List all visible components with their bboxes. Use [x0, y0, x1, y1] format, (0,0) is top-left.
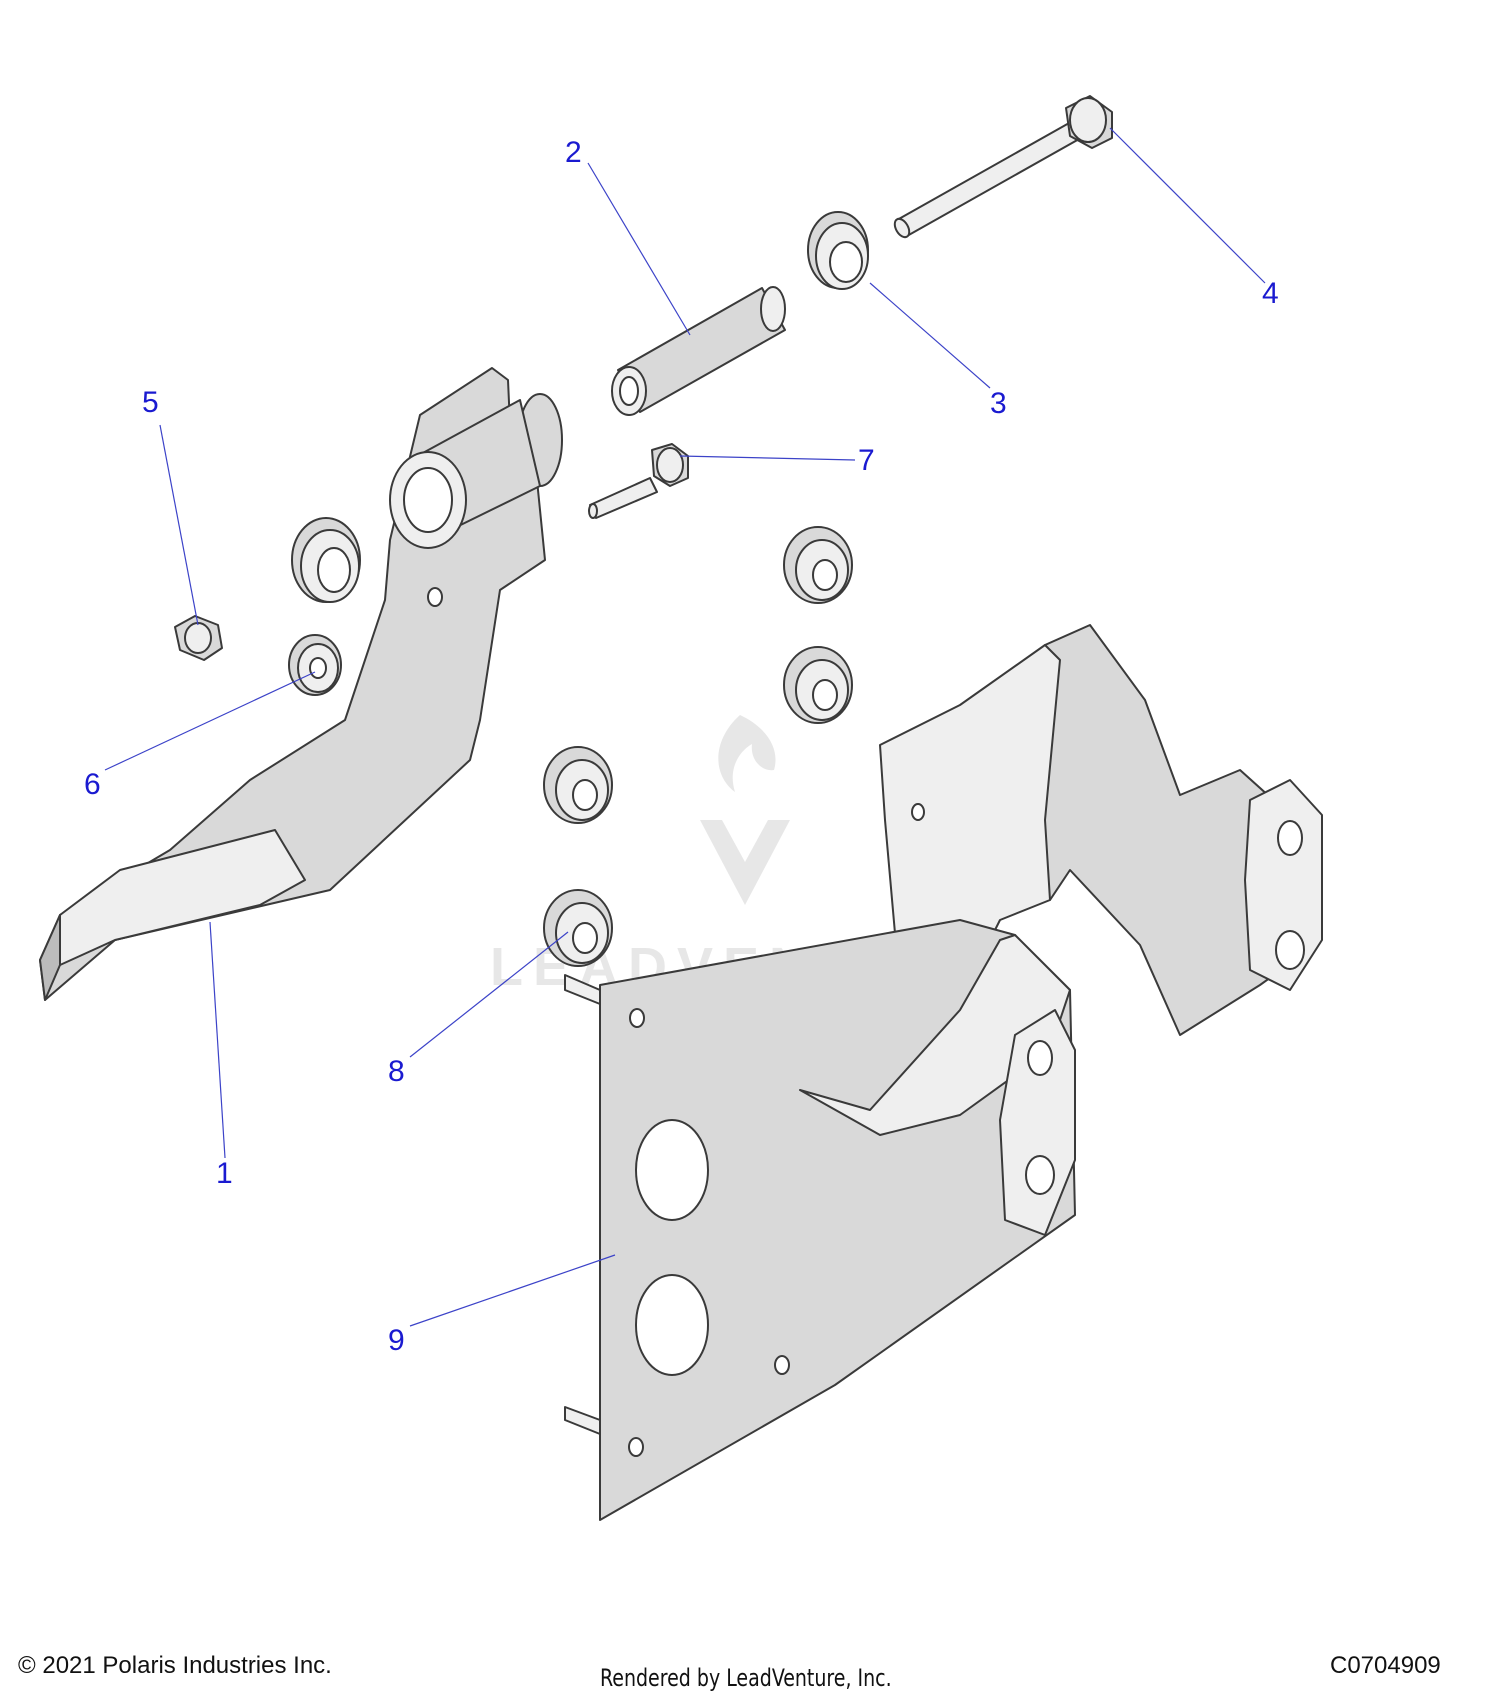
part-1-pedal-arm	[39, 367, 563, 1001]
callout-5: 5	[142, 386, 159, 419]
callout-9: 9	[388, 1324, 405, 1357]
part-3-flanged-bushing	[807, 211, 869, 290]
callout-1: 1	[216, 1157, 233, 1190]
diagram-code: C0704909	[1330, 1652, 1441, 1679]
callout-4: 4	[1262, 277, 1279, 310]
callout-3: 3	[990, 387, 1007, 420]
copyright-text: © 2021 Polaris Industries Inc.	[18, 1652, 332, 1679]
leader-lines	[104, 127, 1266, 1327]
part-5-nut	[174, 615, 223, 661]
callout-2: 2	[565, 136, 582, 169]
callout-8: 8	[388, 1055, 405, 1088]
part-8-flange-nuts	[543, 526, 853, 967]
callouts: 2 4 3 7 5 6 1 8 9	[84, 136, 1279, 1357]
part-4-bolt	[893, 95, 1113, 239]
part-6-flange-nut	[288, 634, 342, 696]
part-9-mounting-bracket	[564, 624, 1323, 1521]
callout-7: 7	[858, 444, 875, 477]
rendered-by-text: Rendered by LeadVenture, Inc.	[600, 1664, 892, 1692]
part-7-shoulder-bolt	[588, 443, 689, 519]
pedal-bushing	[291, 517, 361, 603]
callout-6: 6	[84, 768, 101, 801]
part-2-sleeve	[611, 286, 786, 416]
